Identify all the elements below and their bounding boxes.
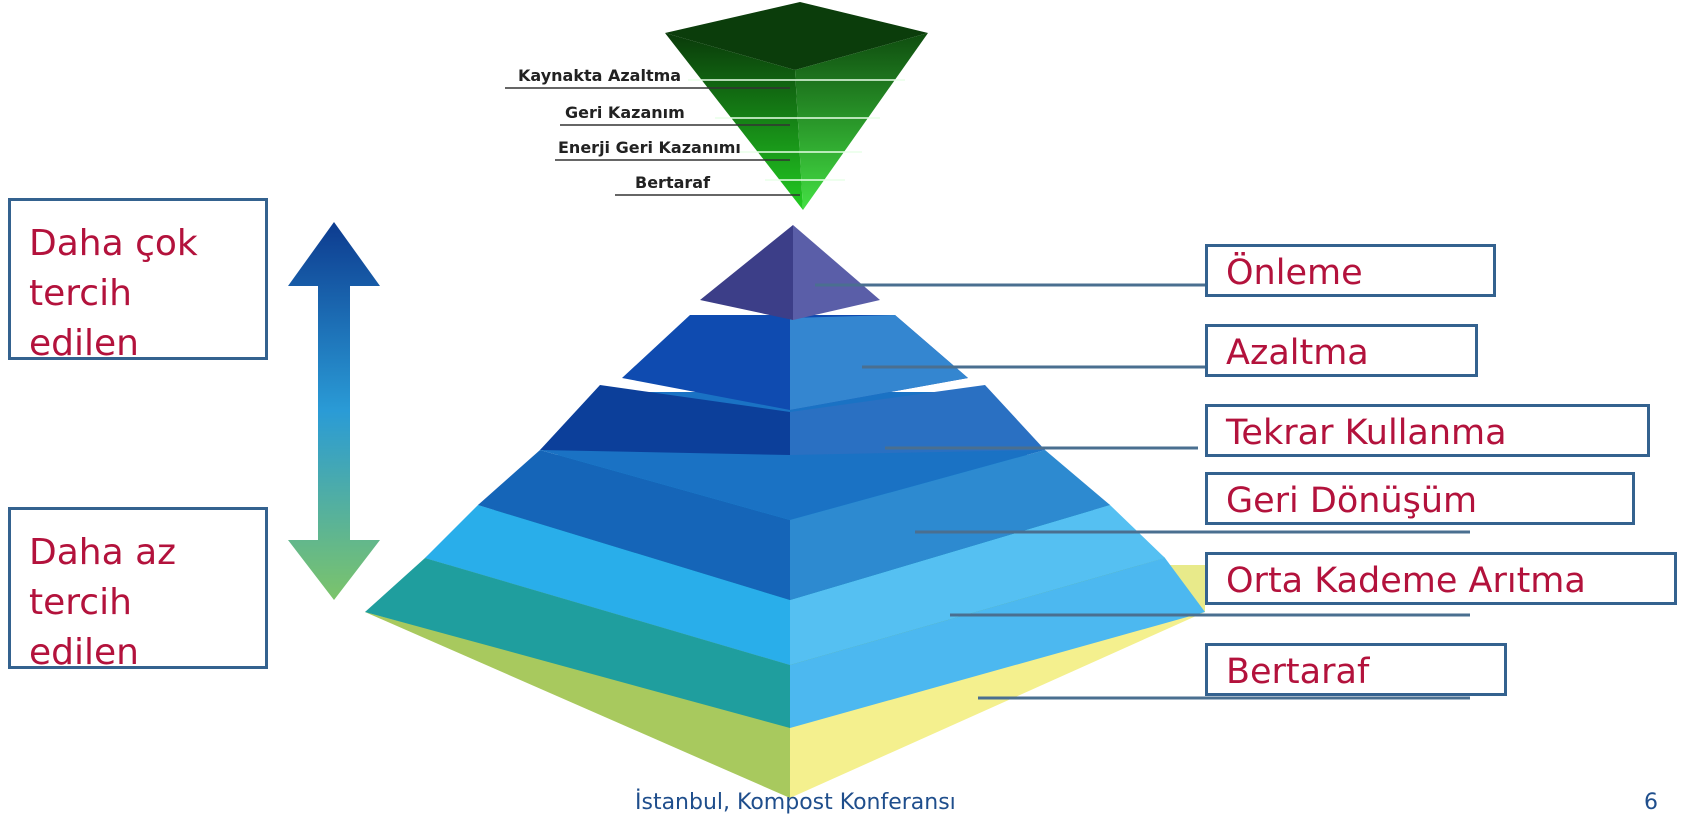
inverted-label-enerji-geri-kazanimi: Enerji Geri Kazanımı xyxy=(558,138,741,157)
waste-pyramid xyxy=(365,225,1205,798)
footer-text: İstanbul, Kompost Konferansı xyxy=(635,790,956,815)
level-box-bertaraf: Bertaraf xyxy=(1205,643,1507,696)
leader-lines xyxy=(815,283,1470,700)
less-preferred-box: Daha az tercih edilen xyxy=(8,507,268,673)
preference-arrow xyxy=(288,222,380,600)
level-box-orta-kademe-aritma: Orta Kademe Arıtma xyxy=(1205,552,1677,605)
page-number: 6 xyxy=(1644,790,1658,815)
level-box-tekrar-kullanma: Tekrar Kullanma xyxy=(1205,404,1650,457)
inverted-label-kaynakta-azaltma: Kaynakta Azaltma xyxy=(518,66,682,85)
level-box-onleme: Önleme xyxy=(1205,244,1496,297)
inverted-pyramid xyxy=(505,2,928,210)
level-box-azaltma: Azaltma xyxy=(1205,324,1478,377)
inverted-label-bertaraf: Bertaraf xyxy=(635,173,711,192)
more-preferred-box: Daha çok tercih edilen xyxy=(8,198,268,364)
inverted-label-geri-kazanim: Geri Kazanım xyxy=(565,103,685,122)
level-box-geri-donusum: Geri Dönüşüm xyxy=(1205,472,1635,525)
